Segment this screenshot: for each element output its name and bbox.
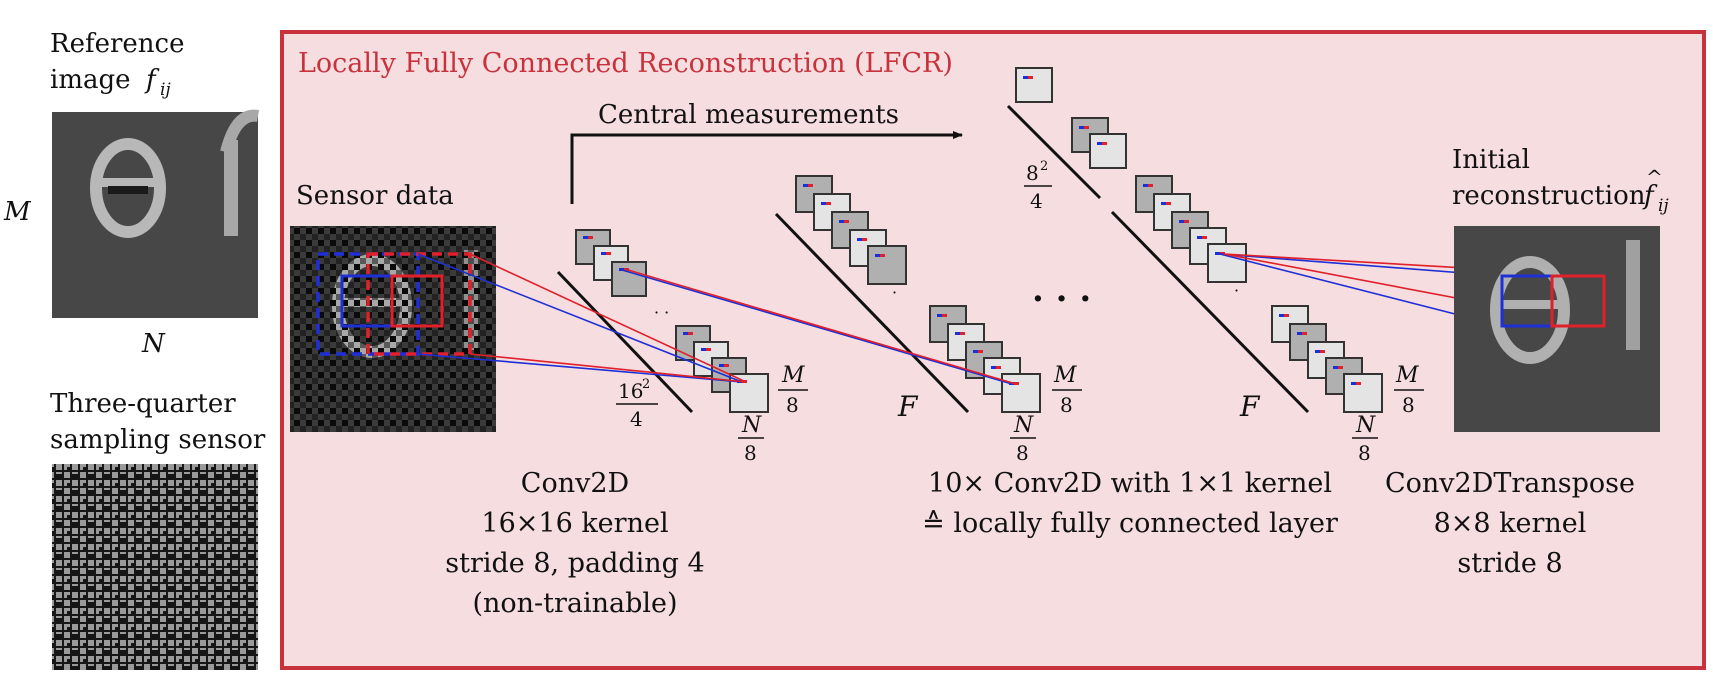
stack3-f: F xyxy=(1239,390,1261,423)
stack2-m: M xyxy=(1053,363,1077,388)
conv2d-caption-line3: stride 8, padding 4 xyxy=(445,548,704,579)
svg-text:^: ^ xyxy=(1646,165,1663,189)
stack2-n-den: 8 xyxy=(1016,441,1029,465)
stack2-arrow xyxy=(774,212,970,414)
recon-red-box xyxy=(1550,274,1606,328)
n-dimension-label: N xyxy=(141,329,166,359)
stack1-frac-den: 4 xyxy=(630,407,643,431)
stack3-m: M xyxy=(1395,363,1419,388)
connection-lines xyxy=(417,253,1605,385)
central-measurements-arrow xyxy=(570,131,963,204)
stack1-n-den: 8 xyxy=(744,441,757,465)
stack3-arrow xyxy=(1110,210,1310,414)
stack1-frac-num: 16 xyxy=(618,379,643,403)
stack1-m: M xyxy=(781,363,805,388)
central-frac-den: 4 xyxy=(1030,189,1043,213)
lfc-caption-line1: 10× Conv2D with 1×1 kernel xyxy=(928,468,1332,499)
reference-image-panel: Reference image f ij M N Three-quarter s… xyxy=(3,29,266,670)
initial-subscript: ij xyxy=(1658,196,1669,216)
central-stack-arrow xyxy=(1006,104,1102,200)
stack1-n: N xyxy=(741,413,762,438)
central-frac-exp: 2 xyxy=(1040,159,1048,174)
svg-text:·: · xyxy=(1234,281,1239,300)
reference-image xyxy=(52,109,260,318)
stack3-n: N xyxy=(1355,413,1376,438)
sensor-label-line2: sampling sensor xyxy=(50,425,266,455)
sampling-sensor-pattern xyxy=(52,464,258,670)
stack1-arrow xyxy=(556,270,694,414)
initial-reconstruction-image xyxy=(1454,226,1660,432)
svg-text:· ·: · · xyxy=(654,303,669,322)
layer-ellipsis: · · · xyxy=(1032,279,1091,319)
stack3-n-den: 8 xyxy=(1358,441,1371,465)
red-center-box xyxy=(390,274,444,328)
tconv-caption-line2: 8×8 kernel xyxy=(1434,508,1587,539)
sensor-label-line1: Three-quarter xyxy=(50,389,236,419)
tconv-caption-line1: Conv2DTranspose xyxy=(1385,468,1635,499)
central-frac-num: 8 xyxy=(1026,161,1039,185)
reference-symbol: f xyxy=(144,65,160,95)
svg-text:·: · xyxy=(892,283,897,302)
tconv-caption-line3: stride 8 xyxy=(1457,548,1562,579)
m-dimension-label: M xyxy=(3,197,32,227)
stack-lfc-10: · xyxy=(1135,175,1383,413)
sensor-data-image xyxy=(290,226,496,432)
stack2-m-den: 8 xyxy=(1060,393,1073,417)
lfcr-title: Locally Fully Connected Reconstruction (… xyxy=(298,48,953,79)
initial-label-line1: Initial xyxy=(1452,145,1530,175)
stack2-n: N xyxy=(1013,413,1034,438)
sensor-data-label: Sensor data xyxy=(296,181,454,211)
stack2-f: F xyxy=(897,390,919,423)
conv2d-caption-line2: 16×16 kernel xyxy=(481,508,668,539)
stack1-frac-exp: 2 xyxy=(642,377,650,392)
conv2d-caption-line1: Conv2D xyxy=(521,468,629,499)
reference-subscript: ij xyxy=(160,80,171,100)
central-measurements-label: Central measurements xyxy=(598,100,899,130)
lfc-caption-line2: ≙ locally fully connected layer xyxy=(922,508,1338,539)
reference-label-line1: Reference xyxy=(50,29,184,59)
stack-central xyxy=(1015,67,1127,169)
stack3-m-den: 8 xyxy=(1402,393,1415,417)
stack1-m-den: 8 xyxy=(786,393,799,417)
initial-label-line2: reconstruction xyxy=(1452,181,1646,211)
reference-label-line2: image xyxy=(50,65,131,95)
conv2d-caption-line4: (non-trainable) xyxy=(472,588,677,619)
